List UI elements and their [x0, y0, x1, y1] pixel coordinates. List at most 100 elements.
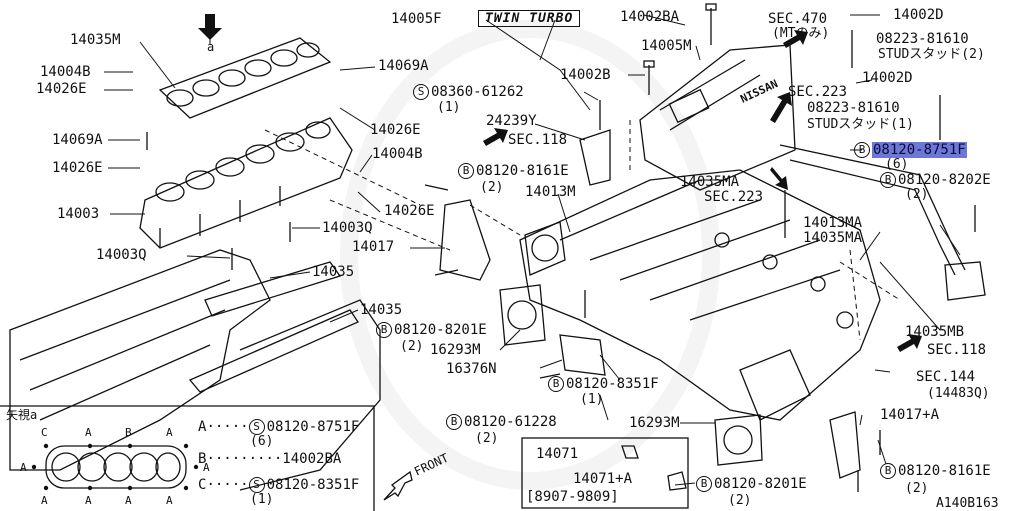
- marker-a: a: [207, 40, 215, 54]
- label-08223-81610-b: 08223-81610: [807, 100, 900, 116]
- reference-code: A140B163: [936, 496, 999, 511]
- inset-legend-b: B·········14002BA: [198, 451, 342, 467]
- label-stud-a: STUDスタッド(2): [878, 47, 985, 62]
- guide-lines: [209, 30, 901, 341]
- qty-8351f: (1): [580, 392, 604, 407]
- notes-box: [521, 437, 689, 509]
- inset-pin: A: [20, 461, 27, 474]
- label-14013m: 14013M: [525, 184, 576, 200]
- cover-14005m: [639, 44, 796, 191]
- inset-pin: A: [166, 494, 173, 507]
- label-sec470-note: (MTのみ): [772, 26, 830, 41]
- label-08223-81610-a: 08223-81610: [876, 31, 969, 47]
- inset-title: 矢視a: [6, 408, 38, 422]
- qty-8161e-a: (2): [480, 180, 504, 195]
- bolt-symbol: B: [376, 322, 392, 338]
- twin-turbo-badge: TWIN TURBO: [478, 10, 581, 27]
- qty-8161e-b: (2): [905, 481, 929, 496]
- label-14026e-b: 14026E: [52, 160, 103, 176]
- bracket-14017a: [829, 411, 861, 479]
- fasteners: [146, 3, 976, 492]
- front-arrow: [383, 470, 413, 501]
- label-sec223-b: SEC.223: [788, 84, 848, 100]
- qty-8201e-a: (2): [400, 339, 424, 354]
- label-sec470: SEC.470: [768, 11, 828, 27]
- bolt-symbol: B: [696, 476, 712, 492]
- label-14069a-a: 14069A: [52, 132, 103, 148]
- label-14005m: 14005M: [641, 38, 692, 54]
- label-14035ma-b: 14035MA: [803, 230, 863, 246]
- label-14002d-a: 14002D: [893, 7, 944, 23]
- inset-pin: C: [41, 426, 48, 439]
- throttle-plate-a: [499, 284, 546, 346]
- inset-pin: A: [125, 494, 132, 507]
- label-14035mb: 14035MB: [905, 324, 965, 340]
- label-14026e-a: 14026E: [36, 81, 87, 97]
- label-14035-a: 14035: [312, 264, 355, 280]
- inset-pin: A: [85, 494, 92, 507]
- label-sec118-a: SEC.118: [508, 132, 568, 148]
- label-sec223-a: SEC.223: [704, 189, 764, 205]
- bolt-symbol: B: [548, 376, 564, 392]
- label-14035m: 14035M: [70, 32, 121, 48]
- qty-8201e-b: (2): [728, 493, 752, 508]
- label-14069a-b: 14069A: [378, 58, 429, 74]
- screw-symbol: S: [413, 84, 429, 100]
- qty-61262: (1): [437, 100, 461, 115]
- label-sec144-sub: (14483Q): [927, 386, 990, 401]
- inset-legend-a-qty: (6): [250, 434, 274, 449]
- label-14035ma-a: 14035MA: [680, 174, 740, 190]
- label-14003q-a: 14003Q: [96, 247, 147, 263]
- bracket-14017: [439, 199, 491, 281]
- label-sec144: SEC.144: [916, 369, 976, 385]
- qty-61228: (2): [475, 431, 499, 446]
- label-16293m-a: 16293M: [430, 342, 481, 358]
- inset-pin: B: [125, 426, 132, 439]
- inset-pin: A: [203, 461, 210, 474]
- label-14071: 14071: [536, 446, 579, 462]
- label-14017a: 14017+A: [880, 407, 940, 423]
- label-14005f: 14005F: [391, 11, 442, 27]
- label-14035-b: 14035: [360, 302, 403, 318]
- throttle-plate-b: [714, 414, 763, 466]
- label-14002ba: 14002BA: [620, 9, 680, 25]
- qty-8202e: (2): [905, 187, 929, 202]
- inset-frame: [0, 405, 375, 511]
- label-14002d-b: 14002D: [862, 70, 913, 86]
- tube-14013ma: [779, 144, 986, 301]
- qty-8751f: (6): [885, 157, 909, 172]
- label-16293m-b: 16293M: [629, 415, 680, 431]
- label-14017: 14017: [352, 239, 395, 255]
- highlighted-part-number[interactable]: 08120-8751F: [872, 142, 967, 158]
- label-date-range: [8907-9809]: [526, 489, 619, 505]
- arrows: [198, 14, 922, 352]
- bolt-symbol: B: [458, 163, 474, 179]
- label-14071a: 14071+A: [573, 471, 633, 487]
- label-sec118-b: SEC.118: [927, 342, 987, 358]
- gasket-14035m: [158, 37, 332, 119]
- collector-14003: [139, 117, 353, 249]
- manifold-14013m: [519, 169, 881, 421]
- gasket-14035: [188, 261, 359, 393]
- bracket-24239y: [579, 129, 611, 186]
- bolt-symbol: B: [880, 172, 896, 188]
- cylinder-head: [9, 249, 381, 491]
- label-14026e-d: 14026E: [384, 203, 435, 219]
- label-14004b-a: 14004B: [40, 64, 91, 80]
- label-14004b-b: 14004B: [372, 146, 423, 162]
- label-14003: 14003: [57, 206, 100, 222]
- throttle-port: [524, 221, 566, 276]
- inset-pin: A: [166, 426, 173, 439]
- bolt-symbol: B: [854, 142, 870, 158]
- label-14026e-c: 14026E: [370, 122, 421, 138]
- label-14003q-b: 14003Q: [322, 220, 373, 236]
